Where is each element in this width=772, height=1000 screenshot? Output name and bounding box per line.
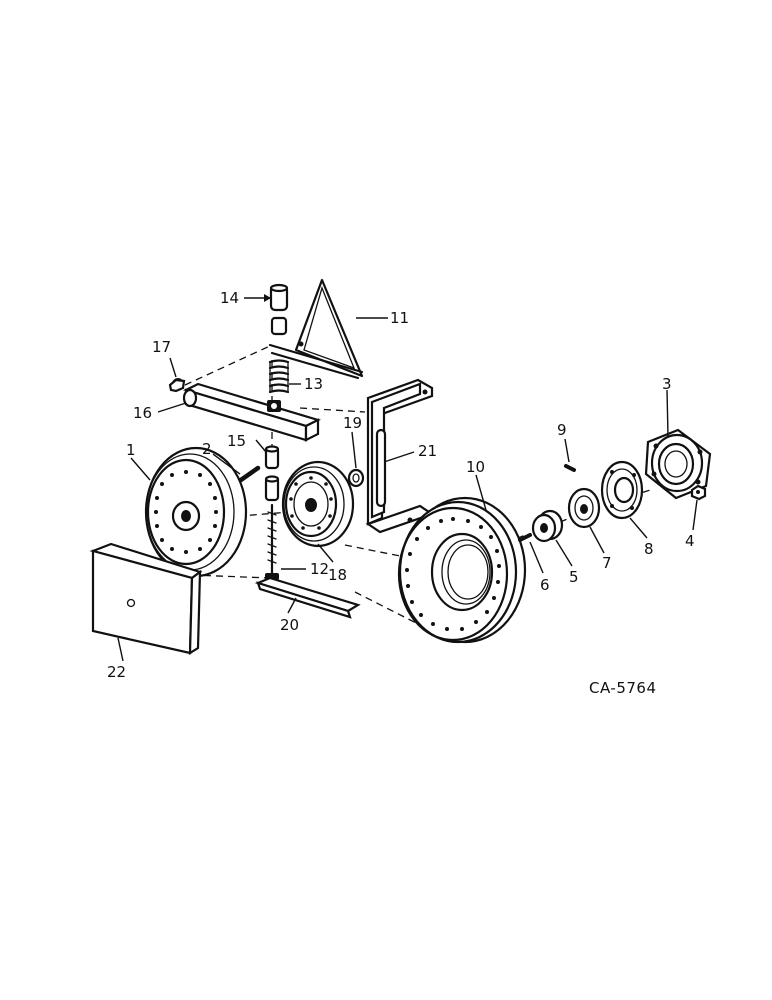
callout-16: 16 [133, 404, 152, 422]
callout-4: 4 [685, 532, 695, 550]
triangle-support-bracket [268, 278, 364, 380]
callout-1: 1 [126, 441, 136, 459]
callout-5: 5 [569, 568, 579, 586]
spacer-sleeves [264, 445, 280, 502]
callout-22: 22 [107, 663, 126, 681]
callout-9: 9 [557, 421, 567, 439]
callout-18: 18 [328, 566, 347, 584]
pulley-bolt-circle [154, 470, 218, 554]
callout-20: 20 [280, 616, 299, 634]
callout-7: 7 [602, 554, 612, 572]
nut-4 [690, 484, 707, 501]
compression-spring [268, 359, 290, 394]
driven-pulley-bolt-circle [405, 517, 501, 631]
callout-labels: 1 2 3 4 5 6 7 8 9 10 11 12 13 14 15 16 1… [107, 289, 695, 681]
spring-cap [269, 283, 289, 336]
callout-2: 2 [202, 440, 212, 458]
callout-21: 21 [418, 442, 437, 460]
callout-14: 14 [220, 289, 239, 307]
callout-leaders [117, 317, 698, 662]
callout-15: 15 [227, 432, 246, 450]
callout-8: 8 [644, 540, 654, 558]
callout-19: 19 [343, 414, 362, 432]
callout-3: 3 [662, 375, 672, 393]
callout-12: 12 [310, 560, 329, 578]
callout-10: 10 [466, 458, 485, 476]
callout-6: 6 [540, 576, 550, 594]
callout-11: 11 [390, 309, 409, 327]
collar [567, 487, 601, 529]
guide-bar [254, 576, 361, 619]
roll-pin [235, 465, 261, 485]
shield-plate [89, 542, 203, 656]
callout-13: 13 [304, 375, 323, 393]
idler-pivot-arm [182, 382, 321, 442]
drawing-number: CA-5764 [589, 679, 657, 697]
bearing-flange [600, 460, 644, 520]
bearing-housing [644, 428, 712, 500]
callout-17: 17 [152, 338, 171, 356]
key [518, 533, 532, 542]
mounting-bracket [365, 378, 435, 534]
spacer-19 [347, 468, 365, 488]
bolt-17 [168, 378, 186, 393]
pulley-hub [531, 509, 564, 543]
driven-pulley [397, 496, 527, 644]
adjusting-bolt [265, 503, 279, 580]
idler-pulley [281, 460, 355, 548]
drive-pulley [144, 446, 248, 578]
set-screw [564, 464, 576, 472]
